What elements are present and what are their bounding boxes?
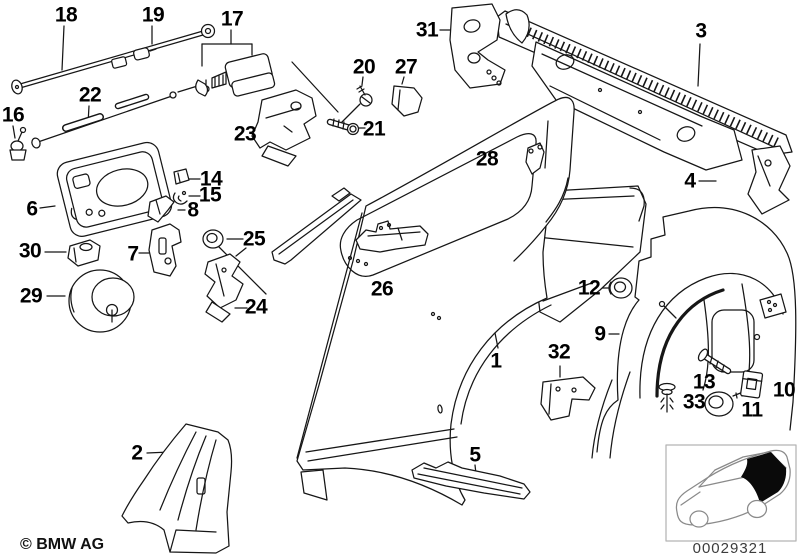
part-17-actuator-art	[195, 53, 276, 97]
callout-3[interactable]: 3	[695, 19, 707, 43]
callout-9[interactable]: 9	[594, 322, 606, 346]
callout-6[interactable]: 6	[26, 197, 38, 221]
part-20-screw-art	[356, 85, 373, 107]
callout-28[interactable]: 28	[475, 147, 499, 171]
part-25-grommet-art	[202, 229, 224, 249]
callout-21[interactable]: 21	[362, 117, 386, 141]
part-5-sill-strip-art	[411, 461, 531, 500]
part-15-clip-art	[172, 190, 188, 205]
callout-10[interactable]: 10	[772, 378, 796, 402]
callout-20[interactable]: 20	[352, 55, 376, 79]
part-13-screw-art	[697, 348, 732, 375]
roof-rail-beam-art	[271, 187, 362, 265]
locator-thumbnail	[665, 444, 797, 542]
callout-13[interactable]: 13	[692, 370, 716, 394]
callout-23[interactable]: 23	[233, 122, 257, 146]
callout-14[interactable]: 14	[199, 167, 223, 191]
part-4-bracket-art	[747, 145, 791, 215]
part-21-bolt-art	[326, 118, 360, 136]
callout-16[interactable]: 16	[1, 103, 25, 127]
callout-18[interactable]: 18	[54, 3, 78, 27]
callout-12[interactable]: 12	[577, 276, 601, 300]
callout-27[interactable]: 27	[394, 55, 418, 79]
callout-15[interactable]: 15	[198, 183, 222, 207]
part-26-bracket-art	[355, 220, 429, 253]
part-19-clip-art	[133, 47, 157, 61]
callout-30[interactable]: 30	[18, 239, 42, 263]
callout-24[interactable]: 24	[244, 295, 268, 319]
callout-8[interactable]: 8	[187, 198, 199, 222]
callout-7[interactable]: 7	[127, 242, 139, 266]
part-32-mud-flap-art	[540, 376, 596, 421]
part-8-bracket-art	[147, 195, 175, 223]
callout-17[interactable]: 17	[220, 7, 244, 31]
callout-25[interactable]: 25	[242, 227, 266, 251]
part-30-buffer-art	[67, 239, 101, 267]
part-18-rod-art	[11, 23, 216, 95]
part-3-tail-trim-art	[496, 9, 793, 171]
part-16-grommet-art	[9, 126, 27, 161]
part-1-quarter-panel-art	[296, 96, 575, 506]
part-22-cable-art	[31, 83, 205, 149]
callout-4[interactable]: 4	[684, 169, 696, 193]
part-27-cover-art	[391, 85, 423, 117]
callout-5[interactable]: 5	[469, 443, 481, 467]
callout-1[interactable]: 1	[490, 349, 502, 373]
callout-11[interactable]: 11	[741, 398, 763, 422]
highlighted-quarter-panel	[741, 452, 787, 503]
part-7-bracket-art	[148, 223, 182, 277]
callout-29[interactable]: 29	[19, 284, 43, 308]
part-10-clip-art	[740, 370, 764, 399]
part-28-wedge-art	[525, 142, 545, 175]
part-31-plate-art	[449, 3, 506, 89]
part-12-grommet-art	[608, 277, 633, 299]
part-2-trim-art	[121, 423, 233, 554]
part-24-bracket-art	[204, 247, 247, 323]
part-33-rivet-art	[658, 382, 676, 413]
drawing-number: 00029321	[692, 540, 768, 557]
callout-31[interactable]: 31	[415, 18, 439, 42]
callout-26[interactable]: 26	[370, 277, 394, 301]
copyright-text: © BMW AG	[20, 536, 105, 553]
part-14-cap-art	[173, 168, 190, 185]
callout-19[interactable]: 19	[141, 3, 165, 27]
part-29-cup-art	[68, 269, 135, 333]
part-6-filler-housing-art	[56, 141, 173, 237]
callout-2[interactable]: 2	[131, 441, 143, 465]
callout-32[interactable]: 32	[547, 340, 571, 364]
callout-33[interactable]: 33	[682, 390, 706, 414]
part-23-bracket-art	[251, 89, 317, 167]
callout-22[interactable]: 22	[78, 83, 102, 107]
